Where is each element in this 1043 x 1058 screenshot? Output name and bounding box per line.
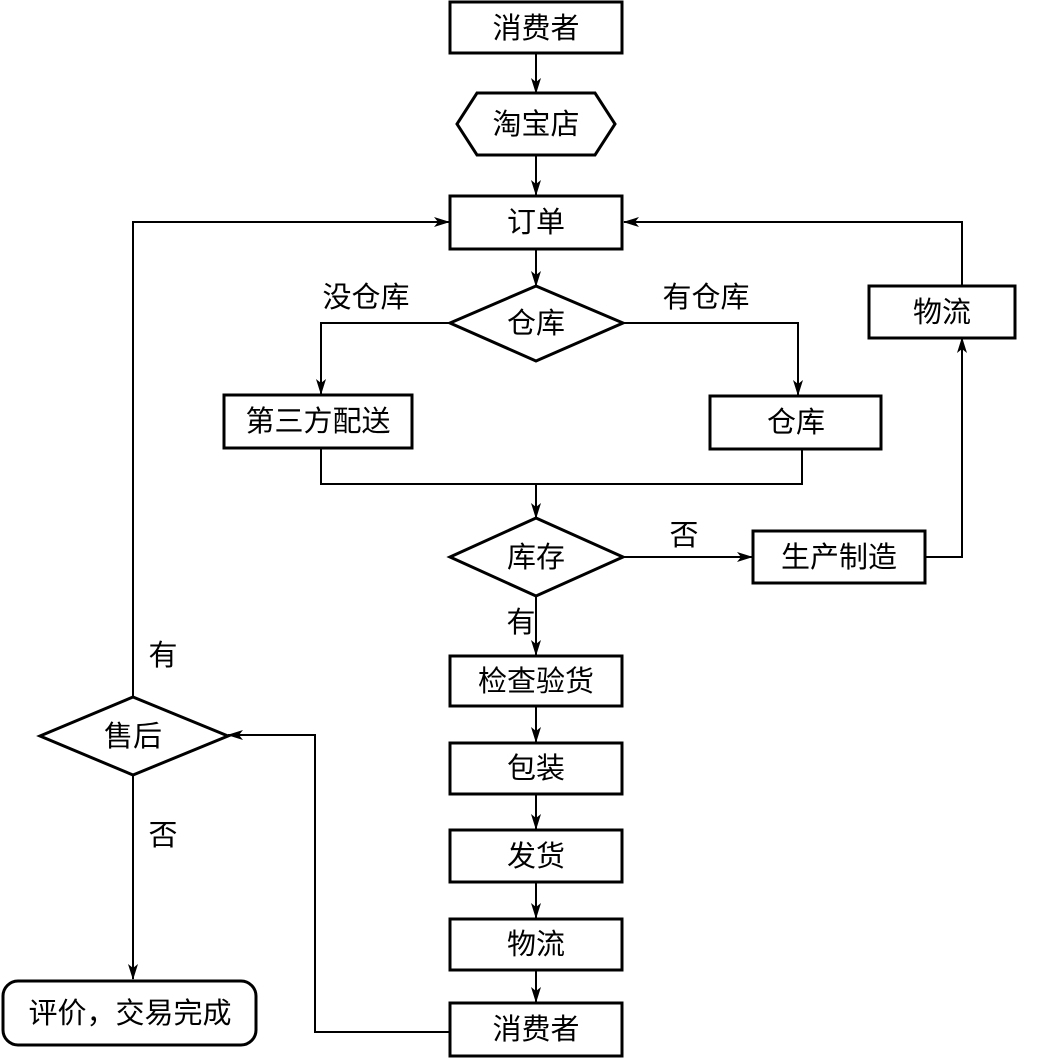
node-after-sales-decision: 售后 — [36, 695, 232, 777]
edge-label-after-sales-yes: 有 — [148, 638, 177, 672]
node-label: 淘宝店 — [492, 107, 579, 141]
arrow-manufacturing-to-logistics — [925, 337, 967, 558]
arrow-to-warehouse-box — [623, 322, 803, 396]
edge-label-no-warehouse: 没仓库 — [322, 280, 409, 314]
node-warehouse-box: 仓库 — [708, 394, 883, 451]
node-label: 消费者 — [492, 1012, 579, 1046]
node-label: 评价，交易完成 — [28, 996, 231, 1030]
edge-label-after-sales-no: 否 — [148, 818, 177, 852]
node-shipping: 发货 — [448, 828, 624, 884]
node-label: 订单 — [507, 205, 565, 239]
node-label: 发货 — [507, 839, 565, 873]
node-logistics-right: 物流 — [867, 284, 1017, 340]
arrow-after-sales-to-order — [132, 217, 450, 697]
node-consumer-top: 消费者 — [448, 0, 624, 55]
node-taobao-store: 淘宝店 — [455, 91, 617, 157]
node-label: 售后 — [104, 719, 162, 753]
node-label: 生产制造 — [781, 540, 897, 574]
node-packaging: 包装 — [448, 741, 624, 796]
arrow-logistics-to-order — [623, 217, 963, 286]
edge-label-inventory-no: 否 — [669, 518, 698, 552]
node-warehouse-decision: 仓库 — [446, 284, 627, 363]
node-label: 库存 — [507, 540, 565, 574]
node-label: 仓库 — [767, 405, 825, 439]
edge-label-has-warehouse: 有仓库 — [662, 280, 749, 314]
node-label: 消费者 — [492, 11, 579, 45]
node-label: 第三方配送 — [245, 404, 390, 438]
arrow-consumer-to-after-sales — [227, 730, 450, 1033]
node-label: 物流 — [507, 927, 565, 961]
node-label: 物流 — [913, 295, 971, 329]
node-review-complete: 评价，交易完成 — [1, 979, 258, 1047]
node-manufacturing: 生产制造 — [751, 529, 927, 585]
connectors — [128, 53, 967, 1033]
edge-label-inventory-yes: 有 — [506, 605, 535, 639]
merge-line-left — [320, 448, 536, 485]
node-label: 包装 — [507, 751, 565, 785]
node-logistics-center: 物流 — [448, 917, 624, 972]
arrow-to-third-party-delivery — [316, 322, 450, 395]
merge-line-right — [536, 449, 803, 485]
node-consumer-bottom: 消费者 — [448, 1001, 624, 1058]
node-label: 检查验货 — [478, 664, 594, 698]
node-third-party-delivery: 第三方配送 — [222, 393, 414, 450]
edge-labels: 没仓库 有仓库 否 有 有 否 — [148, 280, 749, 852]
node-label: 仓库 — [507, 306, 565, 340]
node-order: 订单 — [448, 194, 624, 251]
node-inspection: 检查验货 — [448, 654, 624, 708]
node-inventory-decision: 库存 — [446, 516, 627, 598]
